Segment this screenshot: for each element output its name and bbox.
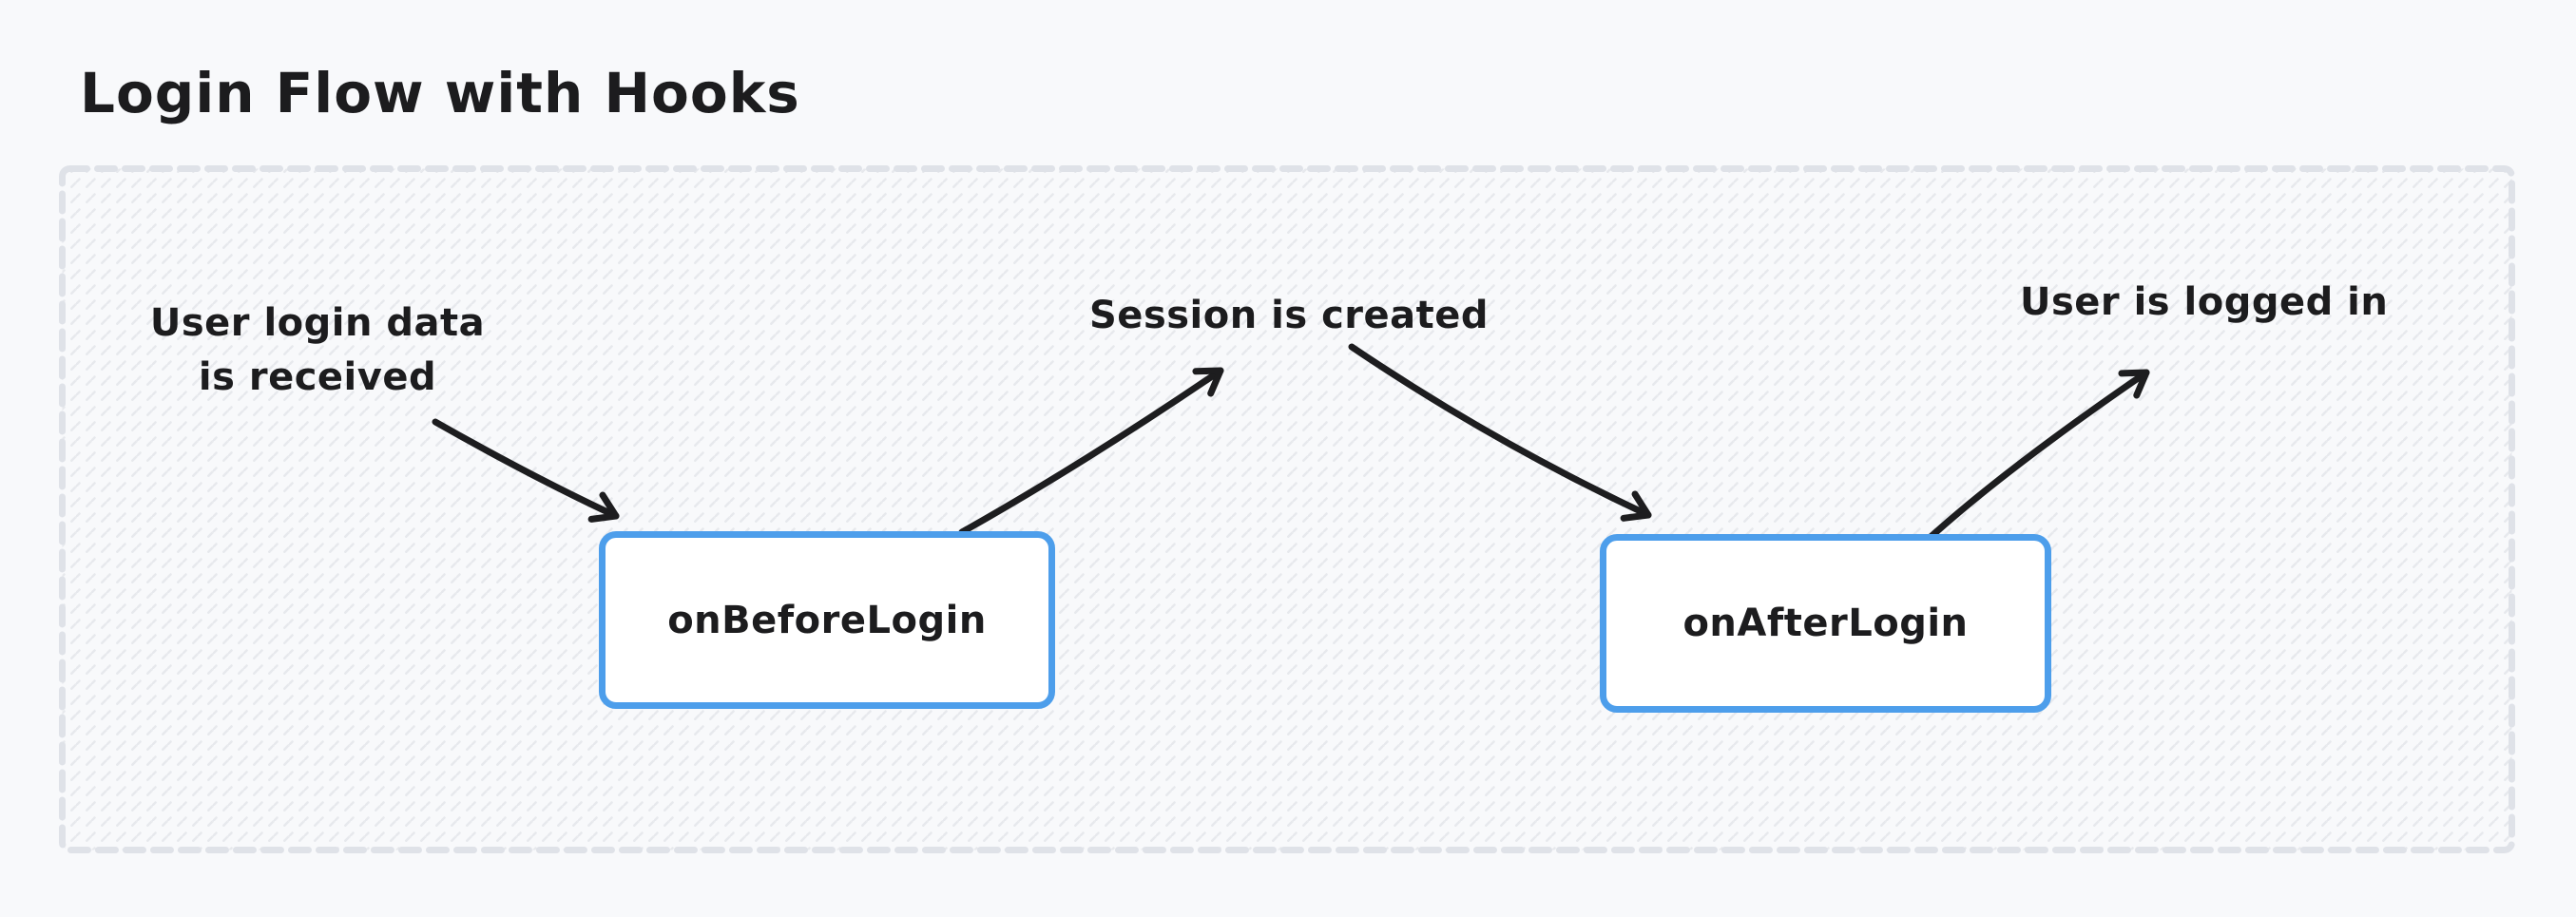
annotation-user-login-data: User login data is received — [127, 296, 508, 405]
annotation-line: User login data — [149, 301, 486, 345]
annotation-line: Session is created — [1089, 294, 1490, 337]
page-title: Login Flow with Hooks — [80, 61, 800, 125]
annotation-line: User is logged in — [2020, 280, 2389, 324]
arrow-on-after-login-to-user-logged-in — [1926, 369, 2150, 542]
annotation-session-created: Session is created — [1089, 289, 1489, 343]
annotation-user-logged-in: User is logged in — [2020, 276, 2388, 330]
node-on-before-login: onBeforeLogin — [599, 531, 1055, 709]
dashed-frame — [59, 165, 2515, 853]
node-label: onAfterLogin — [1682, 602, 1969, 645]
node-label: onBeforeLogin — [667, 598, 987, 642]
annotation-line: is received — [198, 354, 437, 399]
arrow-user-login-data-to-on-before-login — [432, 418, 620, 523]
node-on-after-login: onAfterLogin — [1600, 534, 2051, 713]
arrow-on-before-login-to-session-created — [958, 367, 1224, 536]
arrow-session-created-to-on-after-login — [1348, 343, 1652, 522]
